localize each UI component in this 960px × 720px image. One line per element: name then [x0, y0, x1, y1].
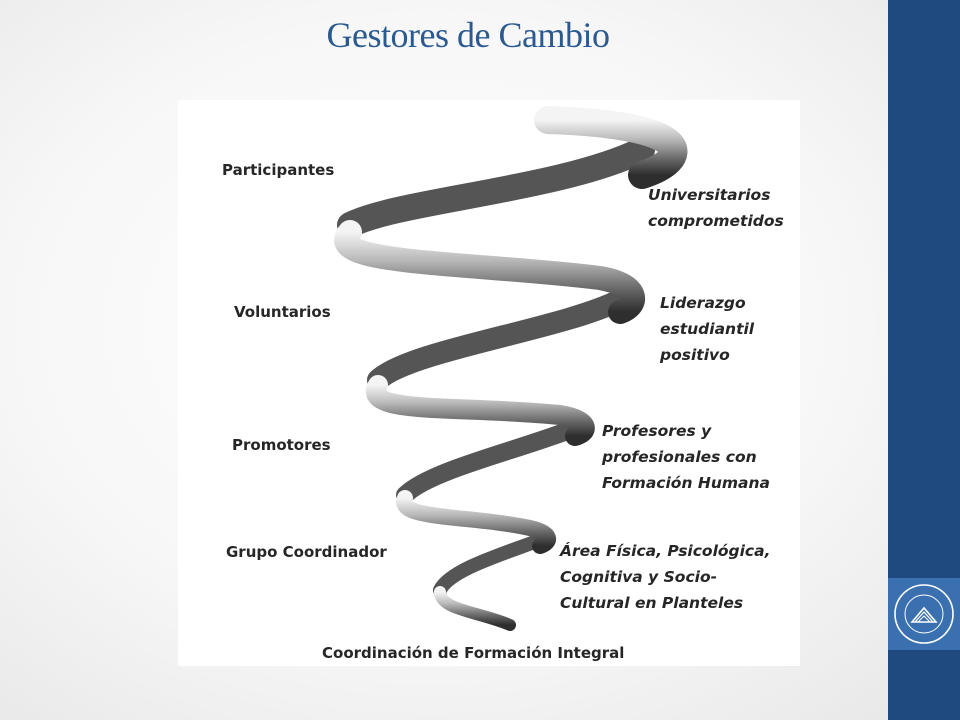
spiral-back-segment — [337, 137, 655, 238]
level-label-coordinacion: Coordinación de Formación Integral — [322, 644, 625, 662]
description-line: Liderazgo — [660, 294, 746, 312]
description-line: positivo — [660, 346, 730, 364]
description-area-fisica: Área Física, Psicológica, Cognitiva y So… — [560, 538, 770, 616]
spiral-front-segment — [534, 106, 688, 189]
spiral-back-segment — [396, 419, 584, 504]
level-label-promotores: Promotores — [232, 436, 331, 454]
spiral-front-segment — [434, 586, 516, 631]
spiral-front-segment — [396, 490, 556, 554]
slide-title: Gestores de Cambio — [326, 15, 610, 55]
description-line: Cultural en Planteles — [560, 594, 744, 612]
description-line: estudiantil — [660, 320, 755, 338]
description-profesores: Profesores y profesionales con Formación… — [602, 418, 770, 496]
description-line: Profesores y — [602, 422, 712, 440]
level-label-grupo-coordinador: Grupo Coordinador — [226, 543, 387, 561]
level-label-voluntarios: Voluntarios — [234, 303, 331, 321]
spiral-front-segment — [366, 375, 595, 446]
description-line: comprometidos — [648, 212, 784, 230]
description-line: Universitarios — [648, 186, 771, 204]
description-universitarios: Universitarios comprometidos — [648, 182, 784, 234]
description-line: Cognitiva y Socio- — [560, 568, 718, 586]
description-line: Área Física, Psicológica, — [560, 542, 771, 560]
description-liderazgo: Liderazgo estudiantil positivo — [660, 290, 754, 368]
spiral-back-segment — [433, 533, 547, 597]
level-label-participantes: Participantes — [222, 161, 335, 179]
institution-seal — [888, 578, 960, 650]
description-line: Formación Humana — [602, 474, 770, 492]
spiral-front-segment — [334, 220, 645, 324]
description-line: profesionales con — [602, 448, 757, 466]
spiral-back-segment — [367, 289, 631, 391]
institution-seal-icon — [894, 584, 954, 644]
